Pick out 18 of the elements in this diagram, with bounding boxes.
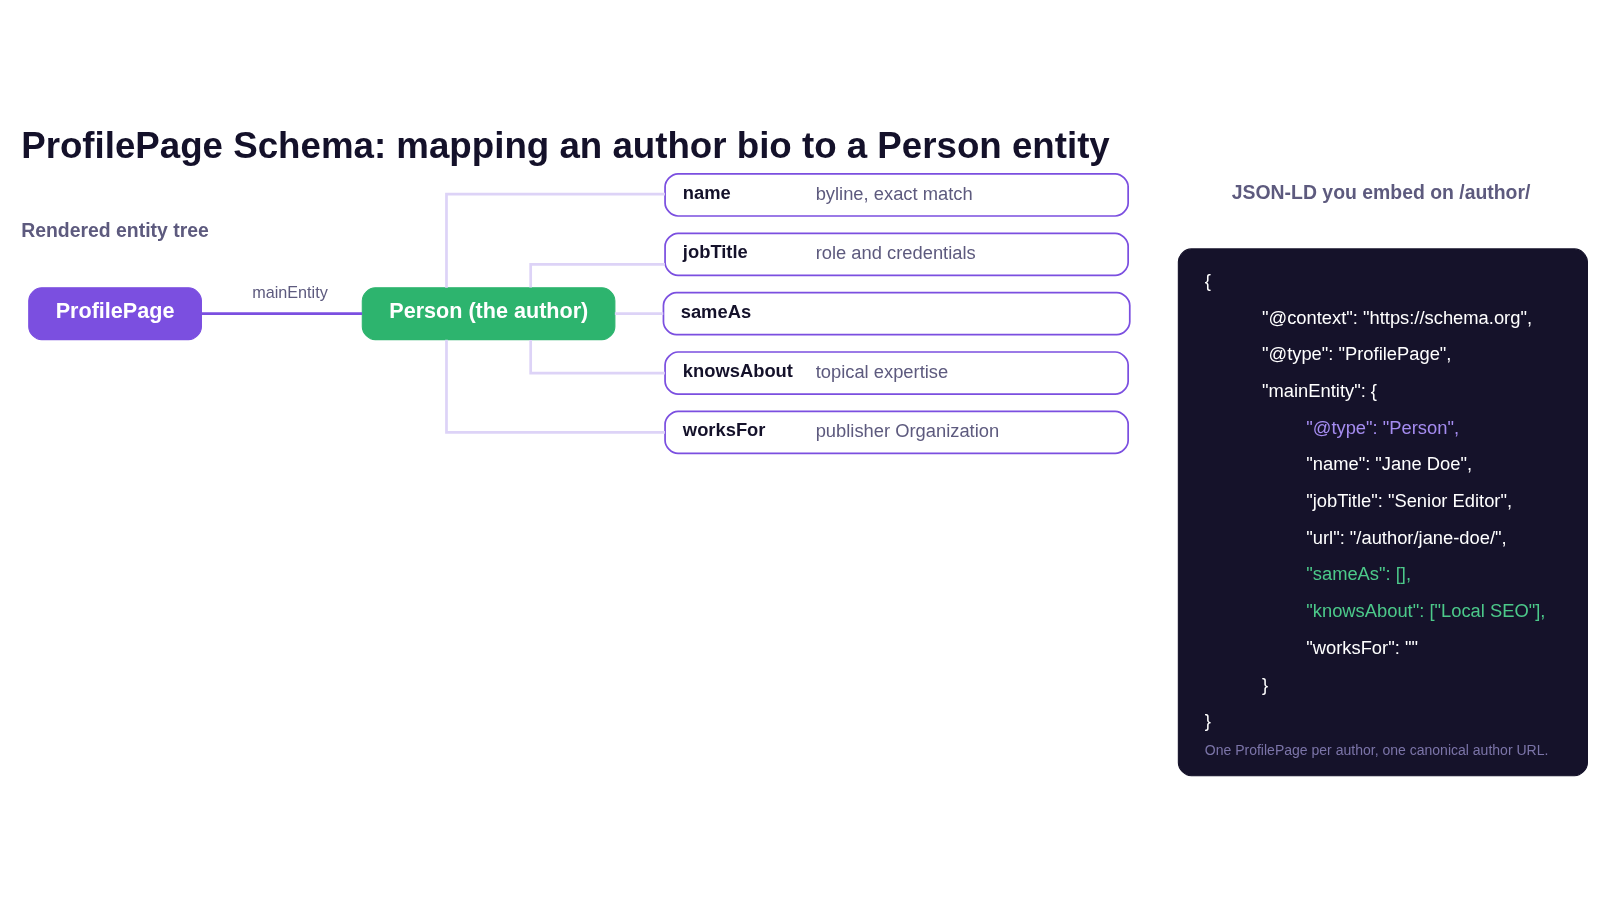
node-box: worksFor publisher Organization: [664, 410, 1129, 454]
connector: [529, 339, 665, 374]
connector: [445, 192, 665, 288]
edge-label: mainEntity: [252, 282, 328, 301]
node-box: ProfilePage: [28, 286, 202, 340]
node-box: knowsAbout topical expertise: [664, 350, 1129, 395]
node-box: sameAs: [662, 291, 1131, 336]
connector: [201, 311, 363, 315]
label: JSON-LD you embed on /author/: [1231, 180, 1531, 203]
label: Rendered entity tree: [21, 218, 209, 241]
connector: [614, 311, 664, 315]
diagram-title: ProfilePage Schema: mapping an author bio to a Person entity: [21, 124, 1110, 166]
connector: [445, 339, 665, 434]
node-box: jobTitle role and credentials: [664, 231, 1129, 276]
node-box: Person (the author): [361, 286, 616, 340]
node-box: { "@context": "https://schema.org", "@type": "ProfilePage", "mainEntity": { "@type": "Person", "name": "Jane Doe", "jobTitle": "Senior Editor", "url": "/author/jane-doe/", "sameAs": [], "knowsAbout": ["Local SEO"], "worksFor": "" } } One ProfilePage per author, one canonical author URL.: [1177, 247, 1588, 776]
connector: [529, 262, 665, 288]
node-box: name byline, exact match: [664, 172, 1129, 217]
